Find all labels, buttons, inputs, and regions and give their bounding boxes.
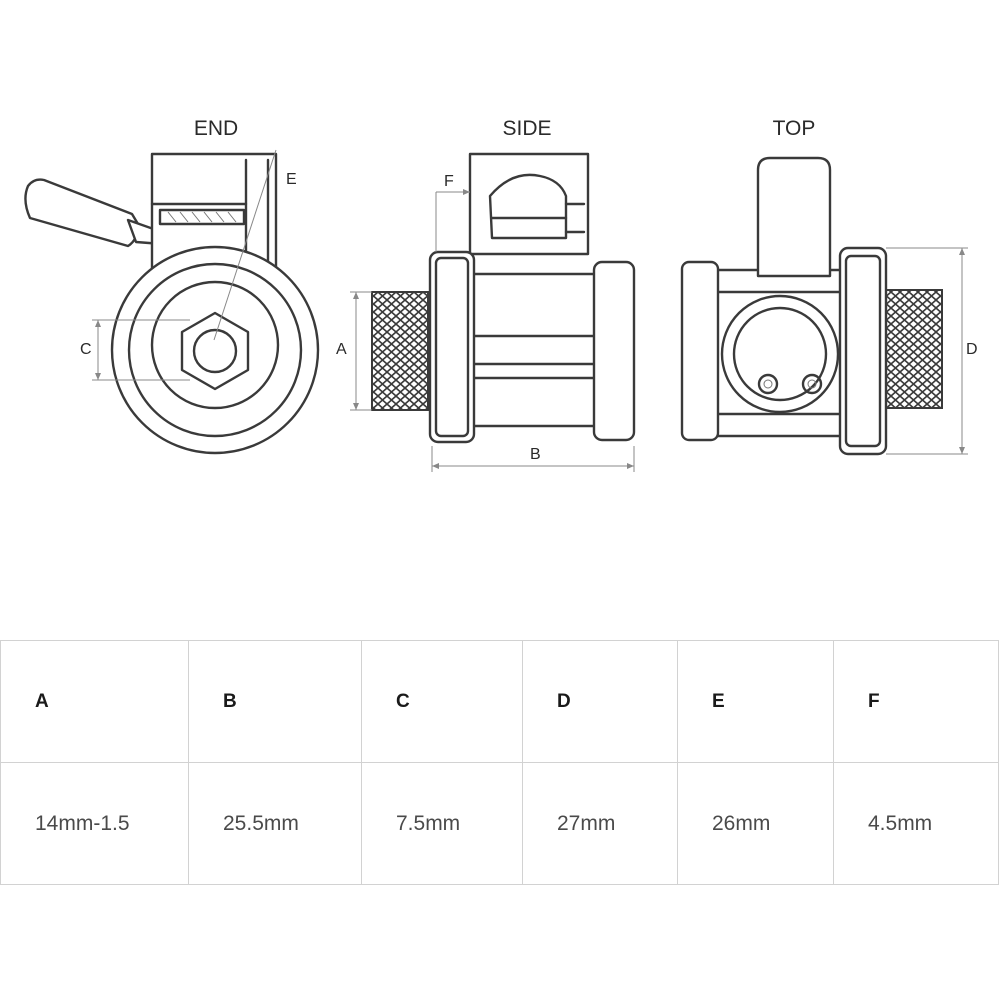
dim-label-c: C xyxy=(80,341,92,358)
technical-drawing: END E C SIDE xyxy=(24,117,978,472)
spec-value-c: 7.5mm xyxy=(361,762,523,885)
top-view: TOP D xyxy=(680,117,978,456)
lever-handle xyxy=(24,178,164,248)
top-lever xyxy=(756,156,832,278)
spec-value-b: 25.5mm xyxy=(188,762,362,885)
dim-label-b: B xyxy=(530,446,541,463)
side-view-title: SIDE xyxy=(502,117,551,140)
spec-header-b: B xyxy=(188,640,362,763)
side-lever-boss xyxy=(488,173,568,240)
spec-value-e: 26mm xyxy=(677,762,834,885)
top-flange-right xyxy=(838,246,888,456)
top-view-title: TOP xyxy=(773,117,816,140)
end-view-title: END xyxy=(194,117,238,140)
spec-value-row: 14mm-1.5 25.5mm 7.5mm 27mm 26mm 4.5mm xyxy=(0,762,999,885)
spec-header-c: C xyxy=(361,640,523,763)
spec-header-f: F xyxy=(833,640,999,763)
spec-header-a: A xyxy=(0,640,189,763)
side-flange-left xyxy=(428,250,476,444)
hex-socket xyxy=(180,311,250,391)
dim-label-e: E xyxy=(286,171,297,188)
dim-label-d: D xyxy=(966,341,978,358)
side-view: SIDE F A B xyxy=(336,117,636,472)
spec-value-d: 27mm xyxy=(522,762,678,885)
spec-table: A B C D E F 14mm-1.5 25.5mm 7.5mm 27mm 2… xyxy=(0,640,999,885)
spec-header-e: E xyxy=(677,640,834,763)
spec-header-row: A B C D E F xyxy=(0,640,999,763)
spec-value-a: 14mm-1.5 xyxy=(0,762,189,885)
spec-header-d: D xyxy=(522,640,678,763)
spec-value-f: 4.5mm xyxy=(833,762,999,885)
dim-label-a: A xyxy=(336,341,347,358)
top-flange-left xyxy=(680,260,720,442)
top-ring-outer xyxy=(720,294,840,414)
end-view: END E C xyxy=(24,117,320,455)
side-body xyxy=(462,272,598,428)
side-thread-left xyxy=(371,291,429,411)
top-thread-right xyxy=(883,289,943,409)
dim-label-f: F xyxy=(444,173,454,190)
side-flange-right xyxy=(592,260,636,442)
